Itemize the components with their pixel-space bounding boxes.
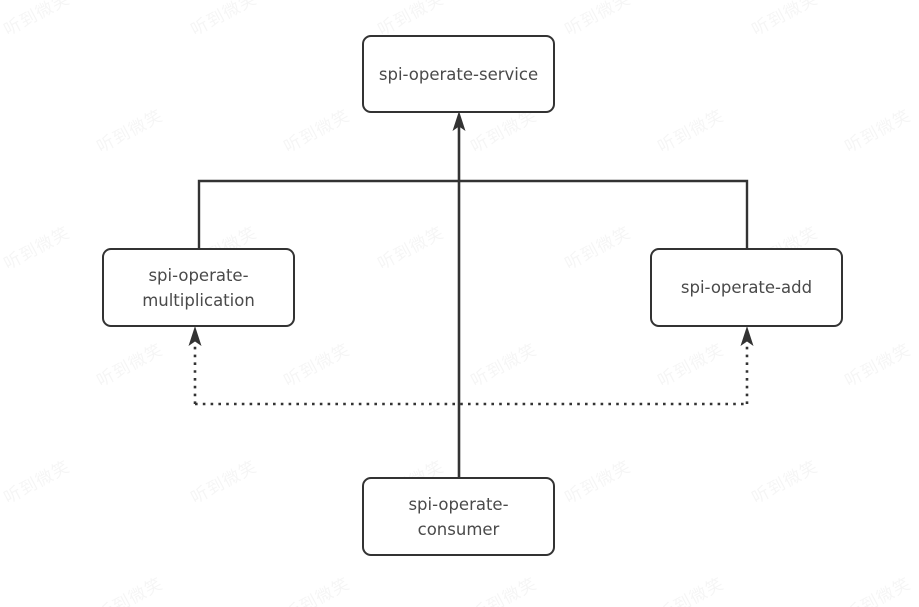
solid-bracket-path bbox=[197, 179, 749, 248]
arrowhead-into-multiplication-icon bbox=[188, 326, 202, 346]
node-label: spi-operate-service bbox=[378, 64, 539, 84]
connector-implementations-to-service bbox=[197, 179, 749, 248]
arrowhead-into-add-icon bbox=[740, 326, 754, 346]
connector-consumer-to-service bbox=[452, 111, 466, 477]
node-spi-operate-service[interactable]: spi-operate-service bbox=[362, 35, 555, 113]
node-spi-operate-multiplication[interactable]: spi-operate- multiplication bbox=[102, 248, 295, 327]
connector-consumer-to-implementations bbox=[188, 326, 754, 406]
node-label: spi-operate-add bbox=[680, 278, 813, 297]
arrowhead-into-service-icon bbox=[452, 111, 466, 131]
node-label: spi-operate- multiplication bbox=[142, 265, 255, 310]
node-spi-operate-consumer[interactable]: spi-operate- consumer bbox=[362, 477, 555, 556]
node-spi-operate-add[interactable]: spi-operate-add bbox=[650, 248, 843, 327]
node-label: spi-operate- consumer bbox=[408, 494, 509, 539]
